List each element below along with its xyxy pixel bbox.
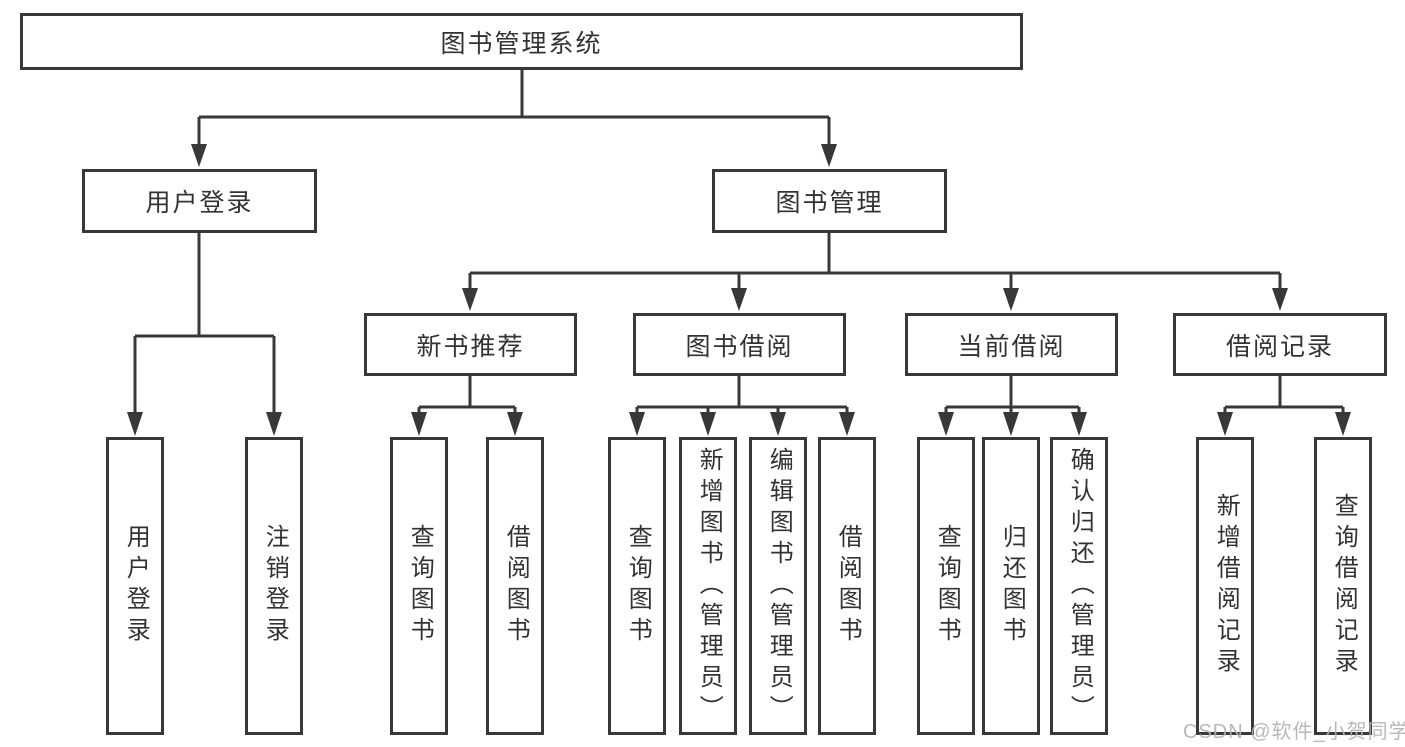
leaf-user-login-label: 用户登录 — [122, 524, 150, 648]
node-book-management-label: 图书管理 — [775, 189, 884, 217]
node-user-login-label: 用户登录 — [145, 189, 254, 217]
leaf-add-borrow-record: 新增借阅记录 — [1196, 437, 1254, 735]
node-current-borrow-label: 当前借阅 — [957, 332, 1066, 361]
leaf-query-books-2-label: 查询图书 — [624, 524, 652, 648]
node-book-borrow: 图书借阅 — [633, 313, 846, 376]
leaf-query-books-2: 查询图书 — [608, 437, 666, 735]
node-borrow-records: 借阅记录 — [1173, 313, 1387, 376]
node-root-label: 图书管理系统 — [440, 29, 603, 58]
leaf-return-books-label: 归还图书 — [998, 524, 1026, 648]
leaf-logout-label: 注销登录 — [261, 524, 289, 648]
leaf-add-book-admin-label: 新增图书（管理员） — [695, 446, 723, 726]
leaf-confirm-return-admin: 确认归还（管理员） — [1050, 437, 1108, 735]
connector-borrow-records-to-leaves — [1217, 376, 1351, 436]
connector-book-borrow-to-leaves — [629, 376, 855, 436]
leaf-query-books-1-label: 查询图书 — [406, 524, 434, 648]
node-user-login: 用户登录 — [82, 169, 317, 233]
leaf-edit-book-admin-label: 编辑图书（管理员） — [765, 446, 793, 726]
connector-root-to-level2 — [191, 67, 837, 167]
connector-current-borrow-to-leaves — [938, 376, 1087, 436]
connector-book-management-to-level3 — [462, 233, 1288, 311]
leaf-borrow-books-1: 借阅图书 — [486, 437, 544, 735]
node-current-borrow: 当前借阅 — [905, 313, 1118, 376]
leaf-query-books-1: 查询图书 — [390, 437, 448, 735]
leaf-add-book-admin: 新增图书（管理员） — [679, 437, 737, 735]
leaf-confirm-return-admin-label: 确认归还（管理员） — [1066, 446, 1094, 726]
connector-user-login-to-leaves — [127, 233, 282, 436]
leaf-add-borrow-record-label: 新增借阅记录 — [1212, 493, 1240, 679]
leaf-query-books-3: 查询图书 — [917, 437, 975, 735]
leaf-logout: 注销登录 — [245, 437, 303, 735]
leaf-query-borrow-record-label: 查询借阅记录 — [1330, 493, 1358, 679]
leaf-edit-book-admin: 编辑图书（管理员） — [749, 437, 807, 735]
node-book-management: 图书管理 — [712, 169, 947, 233]
watermark-text: CSDN @软件_小贺同学 — [1183, 721, 1405, 743]
leaf-borrow-books-2: 借阅图书 — [818, 437, 876, 735]
node-root: 图书管理系统 — [20, 13, 1023, 70]
node-borrow-records-label: 借阅记录 — [1225, 332, 1334, 361]
leaf-borrow-books-1-label: 借阅图书 — [502, 524, 530, 648]
leaf-return-books: 归还图书 — [982, 437, 1040, 735]
connector-new-book-recommend-to-leaves — [411, 376, 523, 436]
leaf-user-login: 用户登录 — [106, 437, 164, 735]
leaf-borrow-books-2-label: 借阅图书 — [834, 524, 862, 648]
leaf-query-borrow-record: 查询借阅记录 — [1314, 437, 1372, 735]
node-book-borrow-label: 图书借阅 — [685, 332, 794, 361]
node-new-book-recommend-label: 新书推荐 — [416, 332, 525, 361]
node-new-book-recommend: 新书推荐 — [364, 313, 577, 376]
leaf-query-books-3-label: 查询图书 — [933, 524, 961, 648]
